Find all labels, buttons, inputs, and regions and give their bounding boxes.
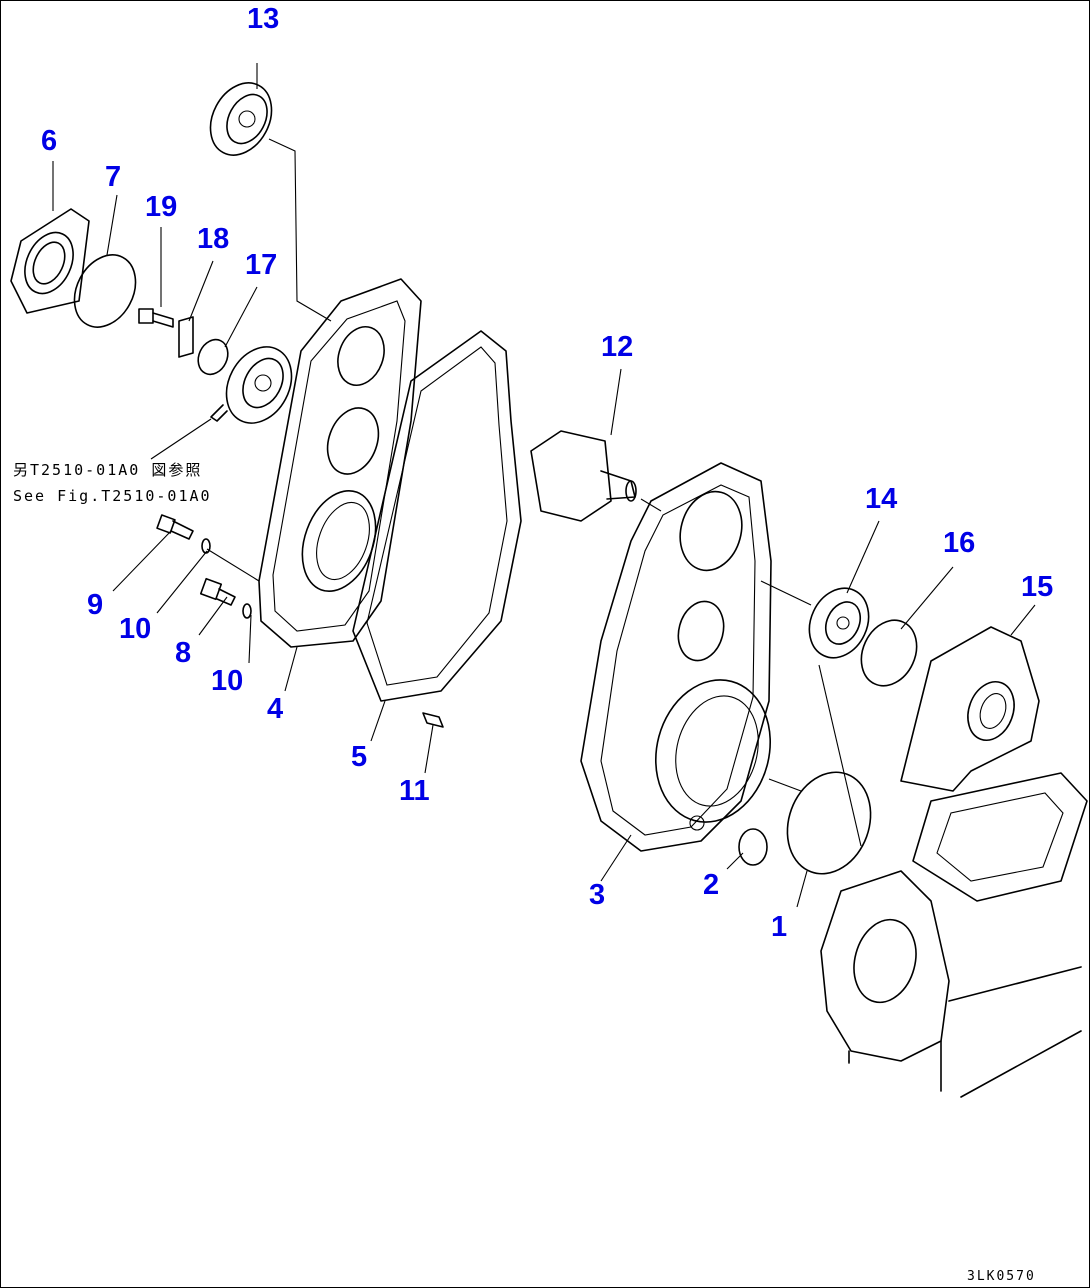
part-7-o-ring xyxy=(73,254,137,328)
callout-2: 2 xyxy=(703,869,720,901)
part-12-gear-shaft xyxy=(530,430,637,522)
transmission-case xyxy=(820,772,1088,1098)
drawing-code: 3LK0570 xyxy=(967,1269,1036,1284)
callout-8: 8 xyxy=(175,637,192,669)
callout-13: 13 xyxy=(247,3,280,35)
callout-3: 3 xyxy=(589,879,606,911)
callout-5: 5 xyxy=(351,741,368,773)
callout-17: 17 xyxy=(245,249,278,281)
part-14-bearing xyxy=(808,587,870,659)
callout-9: 9 xyxy=(87,589,104,621)
callout-11: 11 xyxy=(399,775,430,807)
part-19-bolt xyxy=(138,308,174,328)
part-13-bearing xyxy=(209,82,273,156)
callout-16: 16 xyxy=(943,527,976,559)
part-15-cover xyxy=(900,626,1040,792)
callout-1: 1 xyxy=(771,911,788,943)
callout-4: 4 xyxy=(267,693,284,725)
part-11-pin xyxy=(422,712,444,728)
part-10-washer-a xyxy=(201,538,211,554)
callout-19: 19 xyxy=(145,191,178,223)
part-3-housing xyxy=(580,462,772,852)
part-5-gasket xyxy=(352,330,522,702)
part-9-bolt xyxy=(156,514,194,540)
leader-lines xyxy=(52,63,1036,908)
part-2-plug xyxy=(738,828,768,866)
part-1-o-ring xyxy=(786,771,872,875)
part-18-lock-plate xyxy=(178,316,194,358)
callout-10-a: 10 xyxy=(119,613,152,645)
callout-15: 15 xyxy=(1021,571,1054,603)
callout-7: 7 xyxy=(105,161,122,193)
part-17-bearing xyxy=(197,338,293,424)
reference-note-japanese: 另T2510-01A0 図参照 xyxy=(13,461,203,479)
callout-10-b: 10 xyxy=(211,665,244,697)
callout-12: 12 xyxy=(601,331,634,363)
reference-note-english: See Fig.T2510-01A0 xyxy=(13,487,212,505)
part-8-plug xyxy=(199,577,236,606)
callout-6: 6 xyxy=(41,125,58,157)
part-16-o-ring xyxy=(860,619,918,687)
part-10-washer-b xyxy=(242,603,252,619)
part-4-plate xyxy=(258,278,422,648)
callout-14: 14 xyxy=(865,483,898,515)
part-6-cover xyxy=(10,208,90,314)
callout-18: 18 xyxy=(197,223,230,255)
